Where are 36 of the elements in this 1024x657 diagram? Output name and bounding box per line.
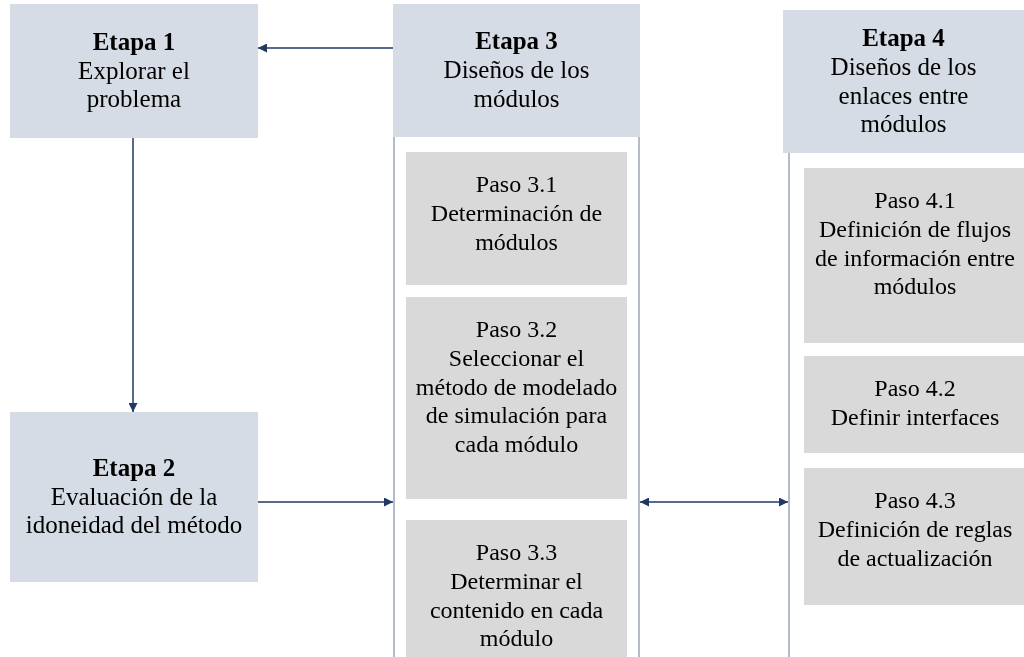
- arrow: [128, 137, 138, 413]
- stage-title: Paso 4.2: [874, 374, 956, 403]
- stage-title: Paso 3.1: [475, 170, 558, 199]
- arrow: [257, 497, 394, 507]
- stage-box: [10, 4, 258, 138]
- stage-column: [788, 153, 1024, 657]
- stage-box: [393, 4, 640, 137]
- stage-box: [10, 412, 258, 582]
- stage-title: Etapa 3: [475, 27, 558, 57]
- step-box: [804, 468, 1024, 605]
- stage-title: Paso 3.2: [475, 315, 558, 344]
- step-box: [406, 297, 627, 499]
- stage-title: Paso 3.3: [475, 538, 558, 567]
- step-box: [406, 520, 627, 657]
- stage-description: Explorar el problema: [77, 56, 191, 115]
- stage-description: Definición de reglas de actualización: [816, 514, 1014, 573]
- stage-description: Determinación de módulos: [429, 198, 604, 257]
- stage-description: Definición de flujos de información entre módulos: [814, 214, 1016, 302]
- stage-title: Paso 4.1: [874, 186, 956, 215]
- stage-description: Evaluación de la idoneidad del método: [24, 482, 244, 541]
- stage-description: Seleccionar el método de modelado de simulación para cada módulo: [414, 343, 619, 459]
- arrow: [257, 43, 394, 53]
- arrow: [639, 497, 789, 507]
- stage-description: Definir interfaces: [830, 402, 1000, 432]
- stage-title: Etapa 4: [862, 24, 945, 53]
- stage-description: Diseños de los enlaces entre módulos: [829, 52, 978, 139]
- stage-title: Etapa 1: [92, 27, 176, 57]
- stage-column: [393, 137, 640, 657]
- stage-description: Determinar el contenido en cada módulo: [428, 566, 605, 654]
- step-box: [804, 356, 1024, 453]
- stage-title: Etapa 2: [92, 453, 176, 483]
- stage-title: Paso 4.3: [874, 486, 956, 515]
- stage-box: [783, 10, 1024, 153]
- step-box: [406, 152, 627, 285]
- stage-description: Diseños de los módulos: [442, 56, 591, 114]
- step-box: [804, 168, 1024, 343]
